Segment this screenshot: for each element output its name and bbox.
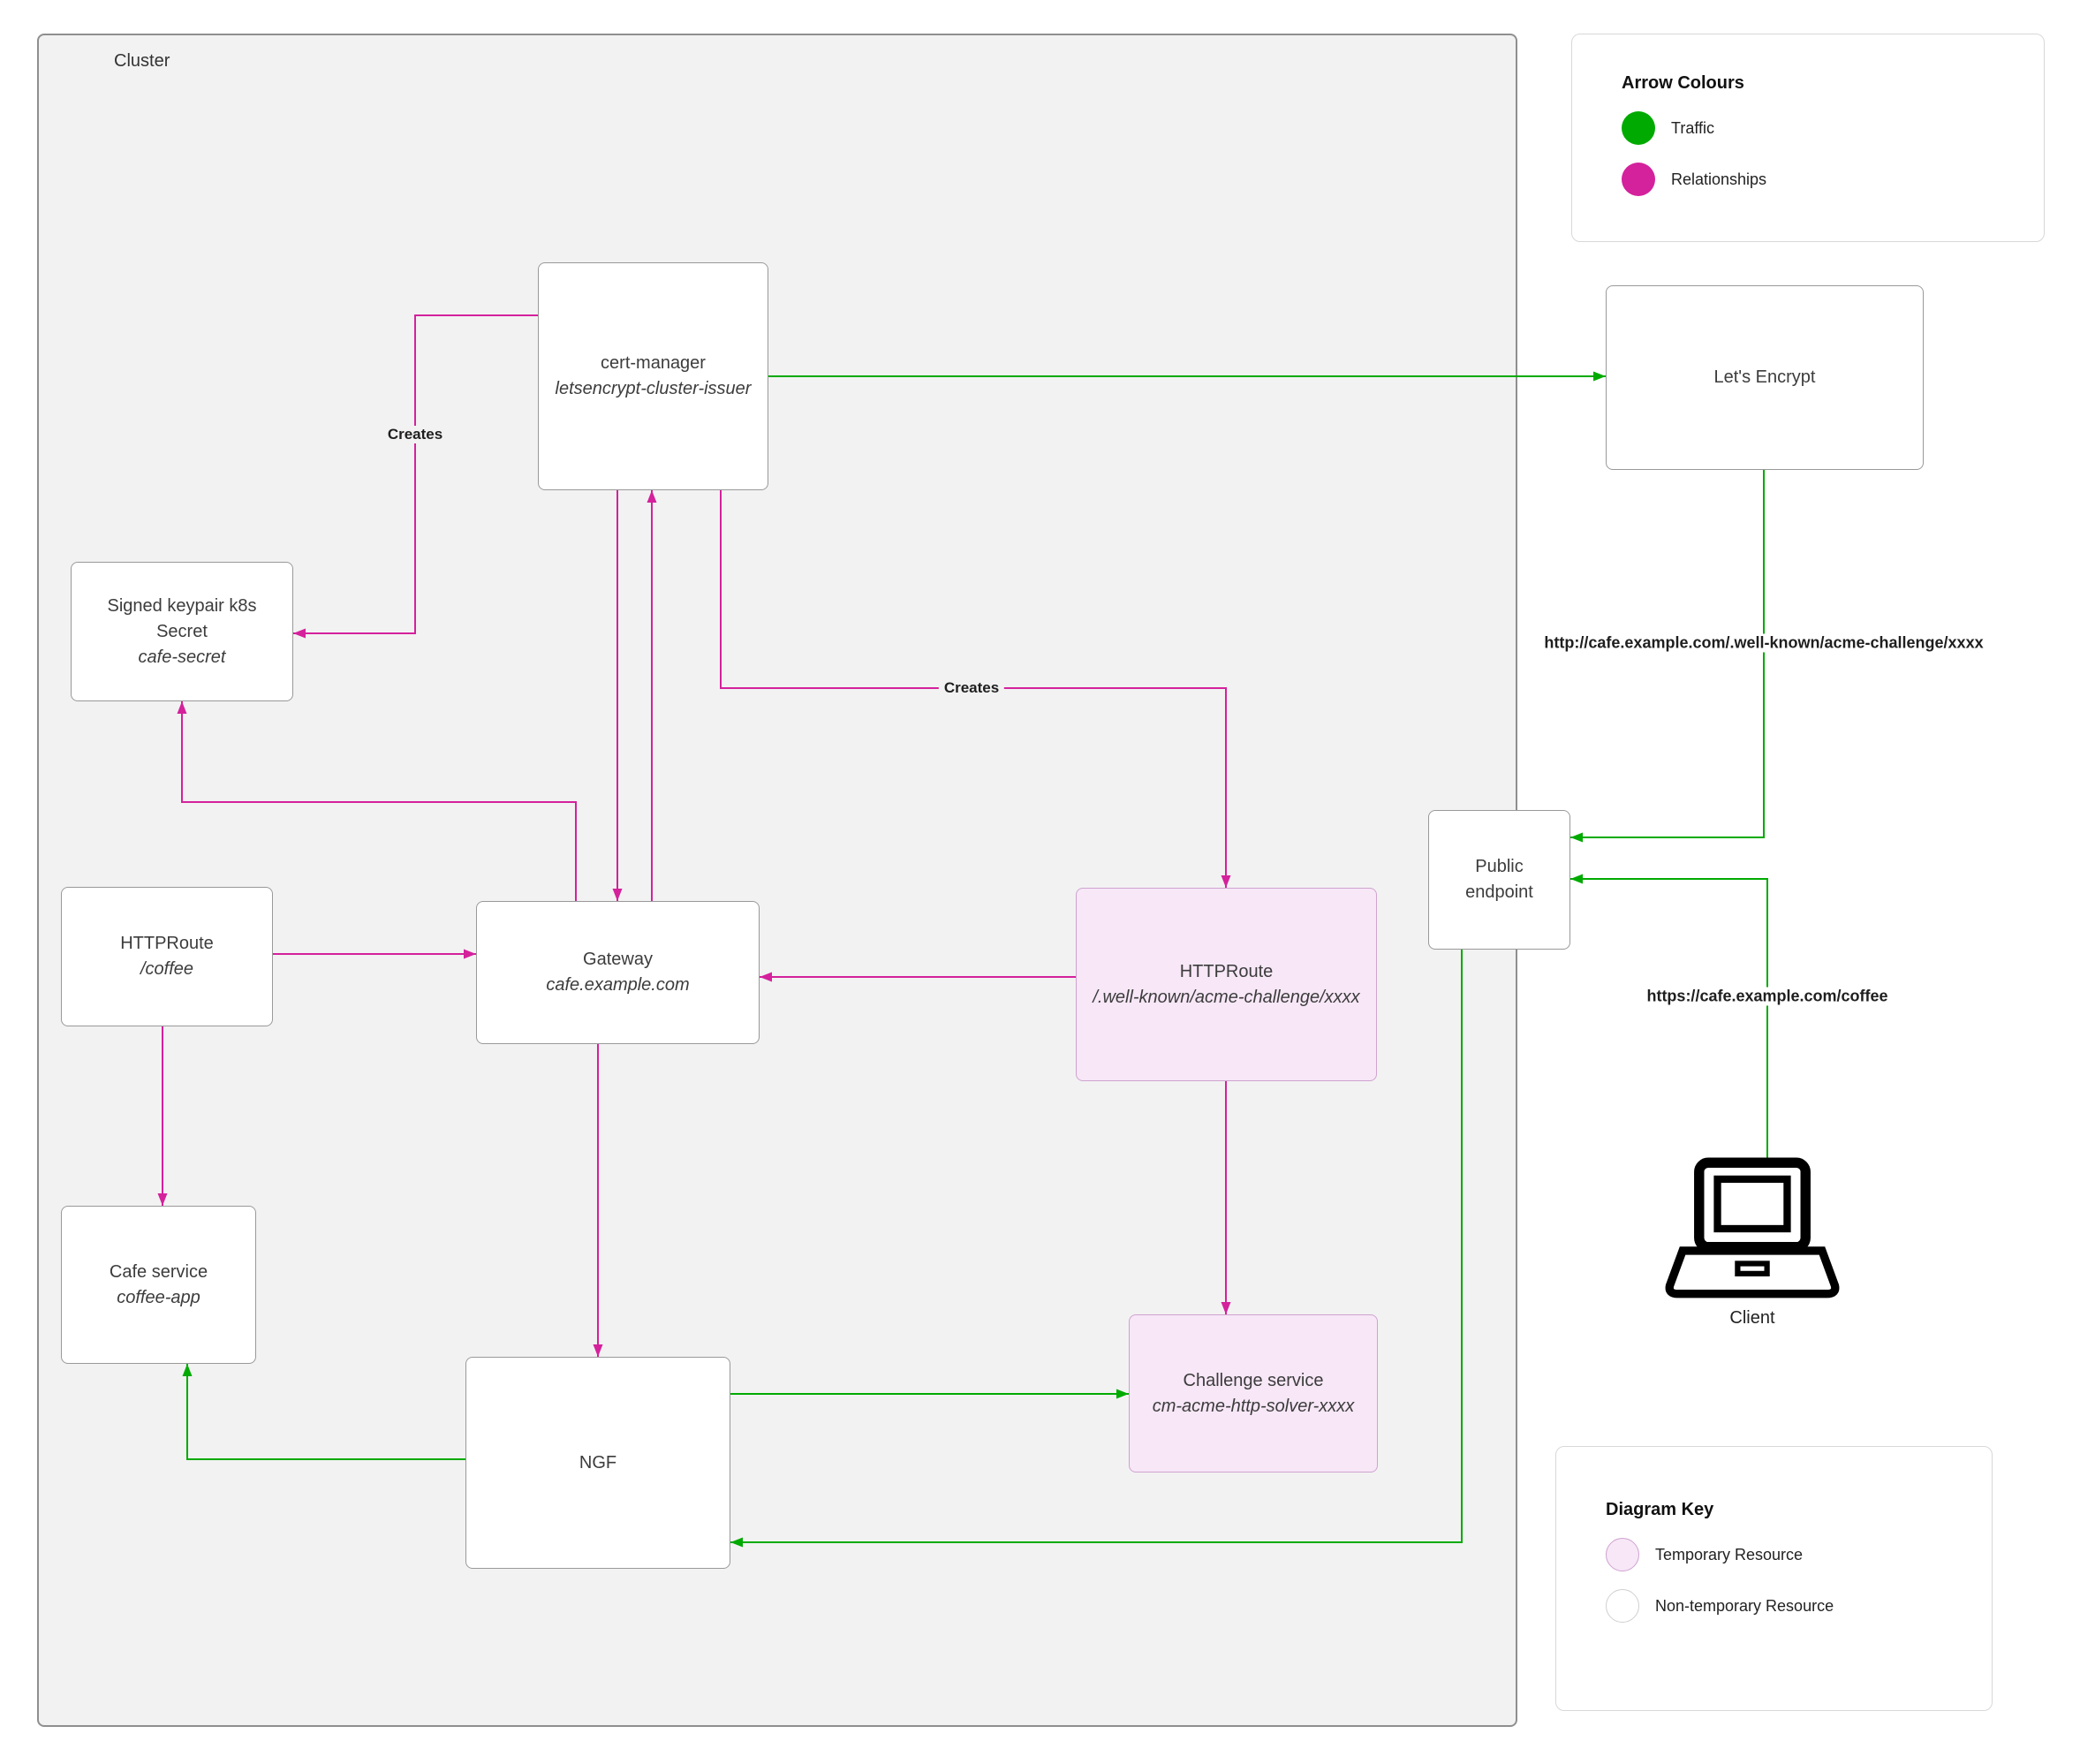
edge-label-coffee-url: https://cafe.example.com/coffee [1641,987,1894,1006]
node-signed-keypair-secret: Signed keypair k8s Secret cafe-secret [71,562,293,701]
edge-label-creates-secret: Creates [382,426,449,443]
node-challenge-service: Challenge service cm-acme-http-solver-xx… [1129,1314,1378,1473]
node-public-endpoint: Public endpoint [1428,810,1570,950]
cafe-service-title: Cafe service [109,1261,208,1282]
challenge-service-subtitle: cm-acme-http-solver-xxxx [1152,1396,1355,1416]
node-gateway: Gateway cafe.example.com [476,901,760,1044]
httproute-coffee-subtitle: /coffee [140,959,194,979]
signed-keypair-title: Signed keypair k8s Secret [107,595,257,641]
gateway-title: Gateway [583,950,653,969]
edge-label-acme-challenge-url: http://cafe.example.com/.well-known/acme… [1539,633,1989,653]
diagram-key-legend: Diagram Key Temporary Resource Non-tempo… [1555,1446,1993,1711]
client: Client [1653,1157,1851,1329]
cafe-service-subtitle: coffee-app [117,1287,200,1307]
challenge-service-title: Challenge service [1183,1370,1324,1390]
node-cafe-service: Cafe service coffee-app [61,1206,256,1364]
lets-encrypt-title: Let's Encrypt [1713,367,1816,387]
node-ngf: NGF [465,1357,730,1569]
signed-keypair-subtitle: cafe-secret [138,647,226,667]
non-temporary-resource-label: Non-temporary Resource [1655,1596,1834,1615]
arrow-letsencrypt-to-public-endpoint [1570,470,1765,843]
arrow-colours-legend: Arrow Colours Traffic Relationships [1571,34,2045,242]
public-endpoint-title: Public endpoint [1465,857,1533,902]
ngf-title: NGF [579,1452,617,1473]
node-httproute-acme-challenge: HTTPRoute /.well-known/acme-challenge/xx… [1076,888,1377,1081]
traffic-label: Traffic [1671,118,1715,137]
arrow-client-to-public-endpoint [1570,874,1768,1162]
legend-row-temporary: Temporary Resource [1606,1538,1965,1571]
non-temporary-resource-swatch [1606,1589,1639,1623]
relationships-color-swatch [1622,163,1655,196]
legend-row-relationships: Relationships [1622,163,2017,196]
node-lets-encrypt: Let's Encrypt [1606,285,1924,470]
client-laptop-icon [1665,1157,1840,1298]
relationships-label: Relationships [1671,170,1767,188]
cert-manager-subtitle: letsencrypt-cluster-issuer [555,379,752,398]
gateway-subtitle: cafe.example.com [546,975,690,995]
edge-label-creates-httproute: Creates [938,679,1005,697]
client-label: Client [1729,1308,1775,1328]
httproute-acme-subtitle: /.well-known/acme-challenge/xxxx [1093,987,1360,1007]
legend-row-traffic: Traffic [1622,111,2017,145]
cluster-label: Cluster [114,51,170,71]
httproute-acme-title: HTTPRoute [1179,961,1274,981]
cluster-container: Cluster [37,34,1517,1727]
traffic-color-swatch [1622,111,1655,145]
temporary-resource-label: Temporary Resource [1655,1545,1804,1563]
node-httproute-coffee: HTTPRoute /coffee [61,887,273,1026]
diagram-key-title: Diagram Key [1606,1500,1714,1519]
node-cert-manager: cert-manager letsencrypt-cluster-issuer [538,262,768,490]
temporary-resource-swatch [1606,1538,1639,1571]
arrow-colours-title: Arrow Colours [1622,73,1744,93]
cert-manager-title: cert-manager [601,353,706,373]
legend-row-non-temporary: Non-temporary Resource [1606,1589,1965,1623]
httproute-coffee-title: HTTPRoute [120,934,214,953]
